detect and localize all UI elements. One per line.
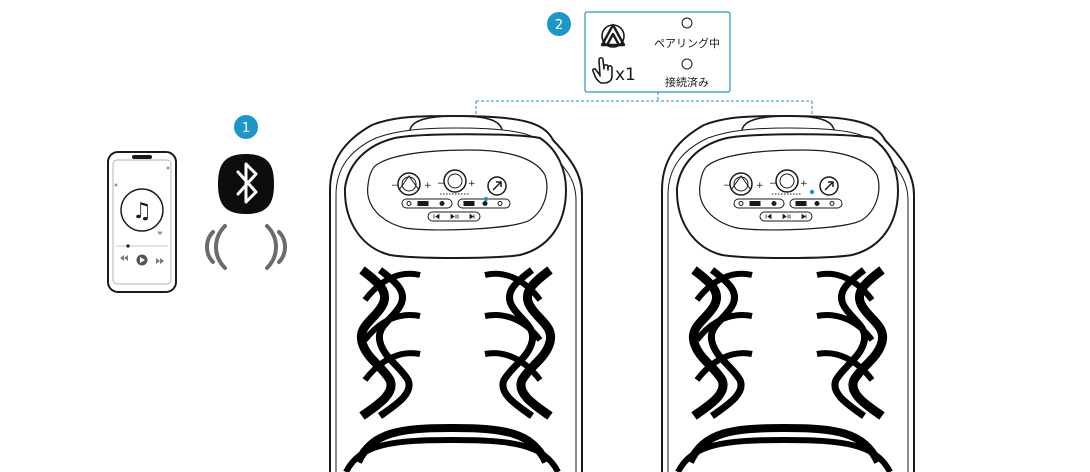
svg-text:+: + [800,179,808,189]
button-row-bottom [759,211,813,222]
svg-text:−: − [437,179,445,189]
step-1-badge: 1 [234,115,258,139]
svg-text:+: + [756,181,764,191]
volume-knob-right: − + [437,169,476,195]
svg-text:−: − [723,181,731,191]
party-button-left [487,176,507,196]
hand-press-icon [592,56,613,84]
button-row-bottom [427,211,481,222]
step-1-number: 1 [242,121,250,136]
volume-knob-right: − + [769,169,808,195]
party-button-right [819,176,839,196]
svg-text:+: + [424,181,432,191]
leader-target-dot-left [483,196,489,202]
volume-knob-left: − + [723,172,764,196]
music-note-icon: ♫ [132,199,152,224]
speaker-grille-pattern-right [675,270,893,472]
press-count-label: x1 [615,65,636,85]
button-row-top [733,198,843,209]
wireless-signal-icon [205,224,287,270]
indicator-panel: x1 ペアリング中 接続済み [584,11,731,93]
leader-target-dot-right [809,189,815,195]
speaker-left: − + − + [329,114,583,472]
step-2-badge: 2 [547,12,571,36]
next-track-icon [156,258,164,264]
speaker-grille-pattern-left [343,270,561,472]
speaker-right: − + − + [661,114,915,472]
bluetooth-icon [218,154,274,214]
connected-label: 接続済み [665,75,709,89]
button-row-top [401,198,511,209]
svg-text:−: − [769,179,777,189]
step-2-number: 2 [555,18,563,33]
album-art-circle [120,188,164,232]
pairing-indicator-light [681,17,693,29]
pairing-label: ペアリング中 [654,36,720,50]
svg-text:−: − [391,181,399,191]
svg-text:+: + [468,179,476,189]
partycast-icon [600,23,626,48]
play-icon [140,257,145,263]
previous-track-icon [120,255,128,261]
smartphone-icon: ♫ [107,151,177,293]
connected-indicator-light [681,58,693,70]
volume-knob-left: − + [391,172,432,196]
